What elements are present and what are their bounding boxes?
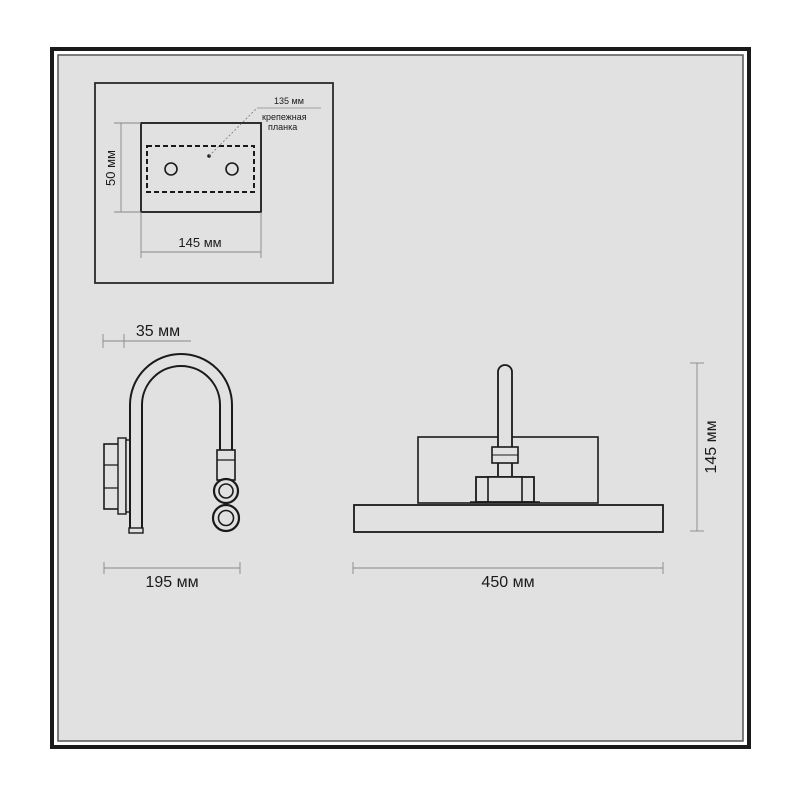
back-plate (140, 122, 262, 213)
mount-bar-label-1: крепежная (262, 112, 307, 122)
mount-bar-label-2: планка (268, 122, 297, 132)
leader-line (208, 107, 258, 157)
mounting-bar-dashed (146, 145, 255, 193)
mount-bar-side (117, 437, 127, 515)
arm-collar (216, 449, 236, 481)
arm-base (128, 527, 144, 534)
front-view: 450 мм 145 мм (352, 362, 720, 591)
lamp-bar (353, 504, 664, 533)
front-width-label: 450 мм (481, 574, 534, 591)
screw-hole-right (225, 162, 239, 176)
plate-height-label: 50 мм (103, 150, 118, 186)
hinge-upper-inner (218, 483, 234, 499)
mount-plate-inset: 135 мм крепежная планка 50 мм 145 мм (94, 82, 334, 284)
front-height-label: 145 мм (703, 420, 720, 473)
screw-hole-left (164, 162, 178, 176)
depth-bottom-label: 195 мм (145, 574, 198, 591)
joint-center (487, 476, 523, 503)
bar-length-label: 135 мм (274, 96, 304, 106)
side-view: 35 мм 195 мм (102, 323, 241, 591)
hinge-lower-inner (217, 509, 235, 527)
plate-width-label: 145 мм (178, 235, 221, 250)
depth-top-label: 35 мм (136, 323, 180, 340)
arm-fill (131, 355, 231, 532)
